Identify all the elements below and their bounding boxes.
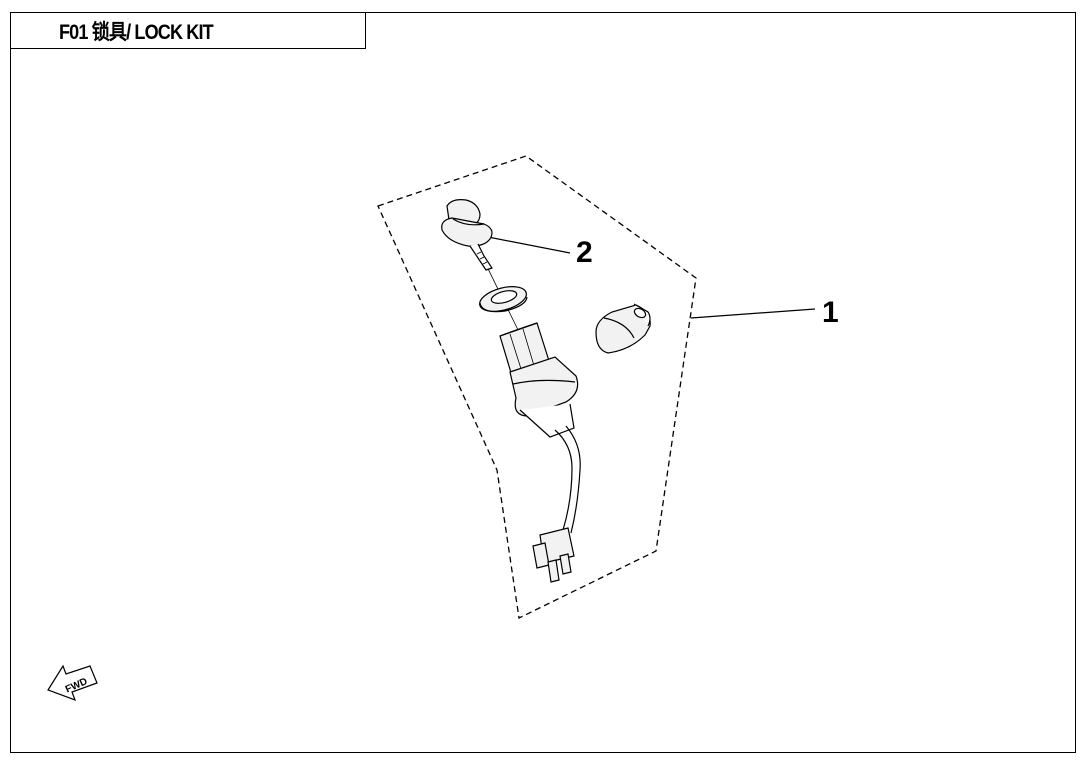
seat-lock-cap (595, 303, 651, 354)
leader-line-1 (690, 308, 816, 319)
page-title: F01 锁具/ LOCK KIT (59, 20, 214, 44)
wire-harness (554, 425, 581, 534)
part-2-key (441, 199, 493, 271)
title-block: F01 锁具/ LOCK KIT (10, 12, 366, 49)
wire-connector (532, 527, 575, 583)
washer-ring (479, 286, 528, 313)
drawing-frame (10, 12, 1076, 753)
kit-dashed-outline (377, 155, 697, 619)
lock-cylinder (499, 322, 579, 438)
forward-arrow-icon: FWD (47, 664, 98, 702)
callout-1: 1 (822, 296, 839, 329)
leader-line-2 (482, 235, 571, 254)
callout-2: 2 (576, 236, 593, 269)
